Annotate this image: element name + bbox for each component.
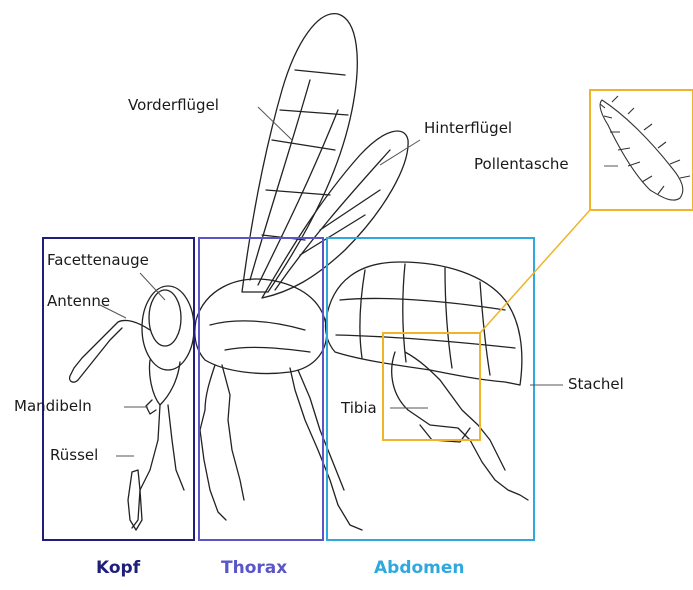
leader-hinterfluegel xyxy=(380,140,420,165)
abdomen-box xyxy=(327,238,534,540)
region-title-abdomen: Abdomen xyxy=(374,560,465,577)
label-ruessel: Rüssel xyxy=(50,448,98,463)
label-vorderfluegel: Vorderflügel xyxy=(128,98,219,113)
pollentasche-illustration xyxy=(600,96,690,200)
label-pollentasche: Pollentasche xyxy=(474,157,569,172)
thorax-shape xyxy=(195,279,327,373)
leader-facettenauge xyxy=(140,273,165,300)
bee-illustration xyxy=(70,14,528,530)
label-facettenauge: Facettenauge xyxy=(47,253,149,268)
pollentasche-inset-box xyxy=(590,90,693,210)
tibia-highlight-box xyxy=(383,333,480,440)
label-antenne: Antenne xyxy=(47,294,110,309)
antenna-shape xyxy=(70,320,150,382)
leader-vorderfluegel xyxy=(258,107,292,140)
hindwing-shape xyxy=(262,131,408,298)
inset-connector-bottom xyxy=(480,210,693,440)
abdomen-shape xyxy=(325,262,521,385)
region-title-kopf: Kopf xyxy=(96,560,140,577)
label-mandibeln: Mandibeln xyxy=(14,399,92,414)
label-stachel: Stachel xyxy=(568,377,624,392)
region-title-thorax: Thorax xyxy=(221,560,287,577)
label-tibia: Tibia xyxy=(341,401,377,416)
thorax-box xyxy=(199,238,323,540)
label-hinterfluegel: Hinterflügel xyxy=(424,121,512,136)
